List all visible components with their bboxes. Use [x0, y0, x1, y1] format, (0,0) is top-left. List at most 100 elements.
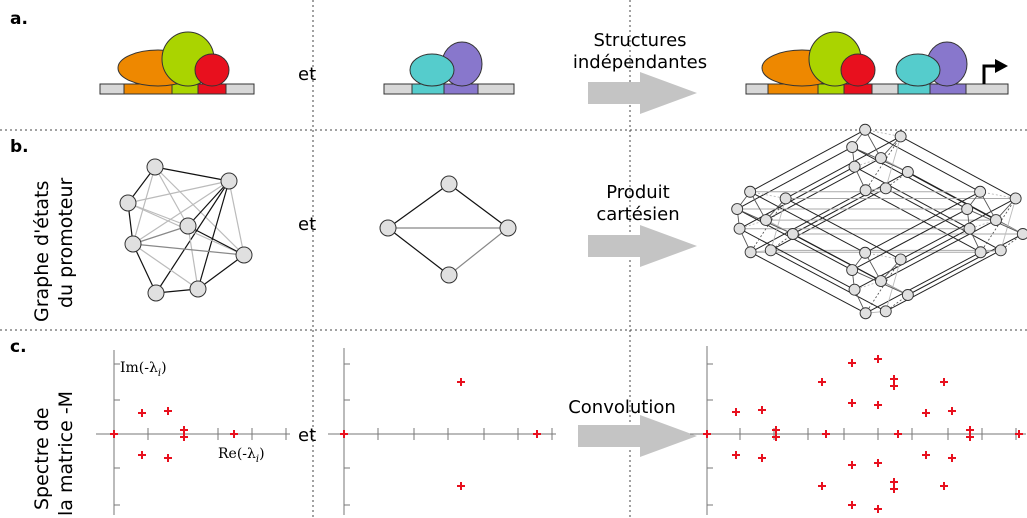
eigenvalue-marker: [966, 426, 974, 434]
panel-c-connector: et: [298, 425, 316, 446]
graph-edge: [387, 227, 450, 276]
graph-node: [179, 217, 197, 235]
spectrum-plot-convolution: [690, 346, 1026, 515]
eigenvalue-marker: [948, 407, 956, 415]
graph-edge: [197, 180, 230, 290]
panel-b-side-line-1: Graphe d'états: [31, 181, 53, 322]
graph-edge: [197, 254, 245, 290]
product-node: [786, 228, 799, 240]
product-node: [848, 283, 861, 296]
eigenvalue-marker: [822, 430, 830, 438]
product-edge: [785, 198, 901, 260]
real-axis-label: Re(-λi): [218, 446, 265, 465]
product-node: [875, 152, 887, 165]
graph-node: [440, 175, 458, 193]
graph-edge: [154, 166, 189, 227]
graph-edge: [127, 180, 230, 204]
product-edge: [864, 129, 981, 193]
product-node: [760, 214, 772, 227]
eigenvalue-marker: [848, 461, 856, 469]
transcription-start-arrow-icon: [982, 64, 998, 84]
protein-red: [194, 53, 230, 87]
product-node: [894, 253, 907, 266]
graph-node: [119, 194, 137, 212]
transcription-arrowhead-icon: [995, 59, 1008, 73]
dna-strand: [745, 83, 1009, 95]
promoter-state-graph-2: [379, 175, 517, 284]
product-node: [1016, 228, 1027, 240]
eigenvalue-marker: [948, 454, 956, 462]
graph-edge: [132, 243, 199, 290]
panel-a-connector: et: [298, 64, 316, 85]
product-node: [974, 185, 987, 198]
graph-edge: [132, 225, 189, 245]
product-node: [859, 246, 872, 259]
product-node: [994, 244, 1007, 257]
graph-node: [440, 266, 458, 284]
product-edge: [851, 208, 968, 271]
graph-node: [499, 219, 517, 237]
product-edge: [770, 198, 787, 251]
eigenvalue-marker: [922, 409, 930, 417]
product-node: [779, 192, 792, 205]
product-edge: [851, 146, 968, 210]
eigenvalue-marker: [890, 375, 898, 383]
graph-edge: [154, 166, 230, 182]
product-edge: [749, 129, 866, 193]
graph-node: [235, 246, 253, 264]
product-edge: [864, 191, 981, 254]
graph-node: [379, 219, 397, 237]
panel-a-arrow-label-1: Structures: [593, 30, 686, 51]
product-edge: [865, 251, 981, 314]
product-edge: [865, 189, 981, 253]
eigenvalue-marker: [922, 451, 930, 459]
product-edge: [885, 136, 902, 189]
product-edge: [900, 198, 1016, 260]
eigenvalue-marker: [758, 454, 766, 462]
graph-edge: [155, 180, 230, 294]
eigenvalue-marker: [758, 406, 766, 414]
protein-cyan: [409, 53, 455, 87]
graph-edge: [132, 166, 156, 245]
graph-edge: [187, 180, 230, 227]
product-edge: [900, 136, 1016, 199]
product-edge: [1000, 198, 1017, 251]
promoter-complex-combined: [745, 31, 1009, 95]
product-node: [963, 222, 976, 235]
product-edge: [739, 228, 855, 291]
panel-a-letter: a.: [10, 9, 28, 29]
graph-node: [146, 158, 164, 176]
product-node: [744, 185, 757, 198]
eigenvalue-marker: [874, 355, 882, 363]
product-edge: [765, 157, 882, 221]
product-edge: [750, 251, 866, 314]
graph-edge: [228, 180, 245, 256]
product-edge: [770, 249, 886, 312]
eigenvalue-marker: [848, 501, 856, 509]
eigenvalue-marker: [818, 482, 826, 490]
panel-b-side-label: Graphe d'états du promoteur: [31, 177, 77, 322]
eigenvalue-marker: [890, 382, 898, 390]
product-node: [859, 184, 872, 197]
graph-node: [147, 284, 165, 302]
spectrum-plot-1: [96, 350, 290, 515]
eigenvalue-marker: [732, 408, 740, 416]
panel-b: b. Graphe d'états du promoteur et Produi…: [10, 123, 1027, 322]
eigenvalue-marker: [164, 407, 172, 415]
graph-edge: [187, 225, 245, 256]
product-node: [894, 130, 907, 143]
panel-c-side-line-1: Spectre de: [31, 407, 53, 510]
product-node: [846, 264, 859, 276]
product-edge: [885, 249, 1001, 312]
product-node: [901, 166, 914, 178]
graph-edge: [187, 225, 199, 290]
product-edge: [750, 189, 866, 253]
cartesian-product-graph: [731, 123, 1027, 320]
product-node: [744, 246, 757, 259]
product-node: [901, 289, 914, 301]
eigenvalue-marker: [732, 451, 740, 459]
imaginary-axis-label: Im(-λi): [120, 360, 167, 379]
product-node: [875, 275, 887, 288]
product-node: [846, 141, 859, 153]
